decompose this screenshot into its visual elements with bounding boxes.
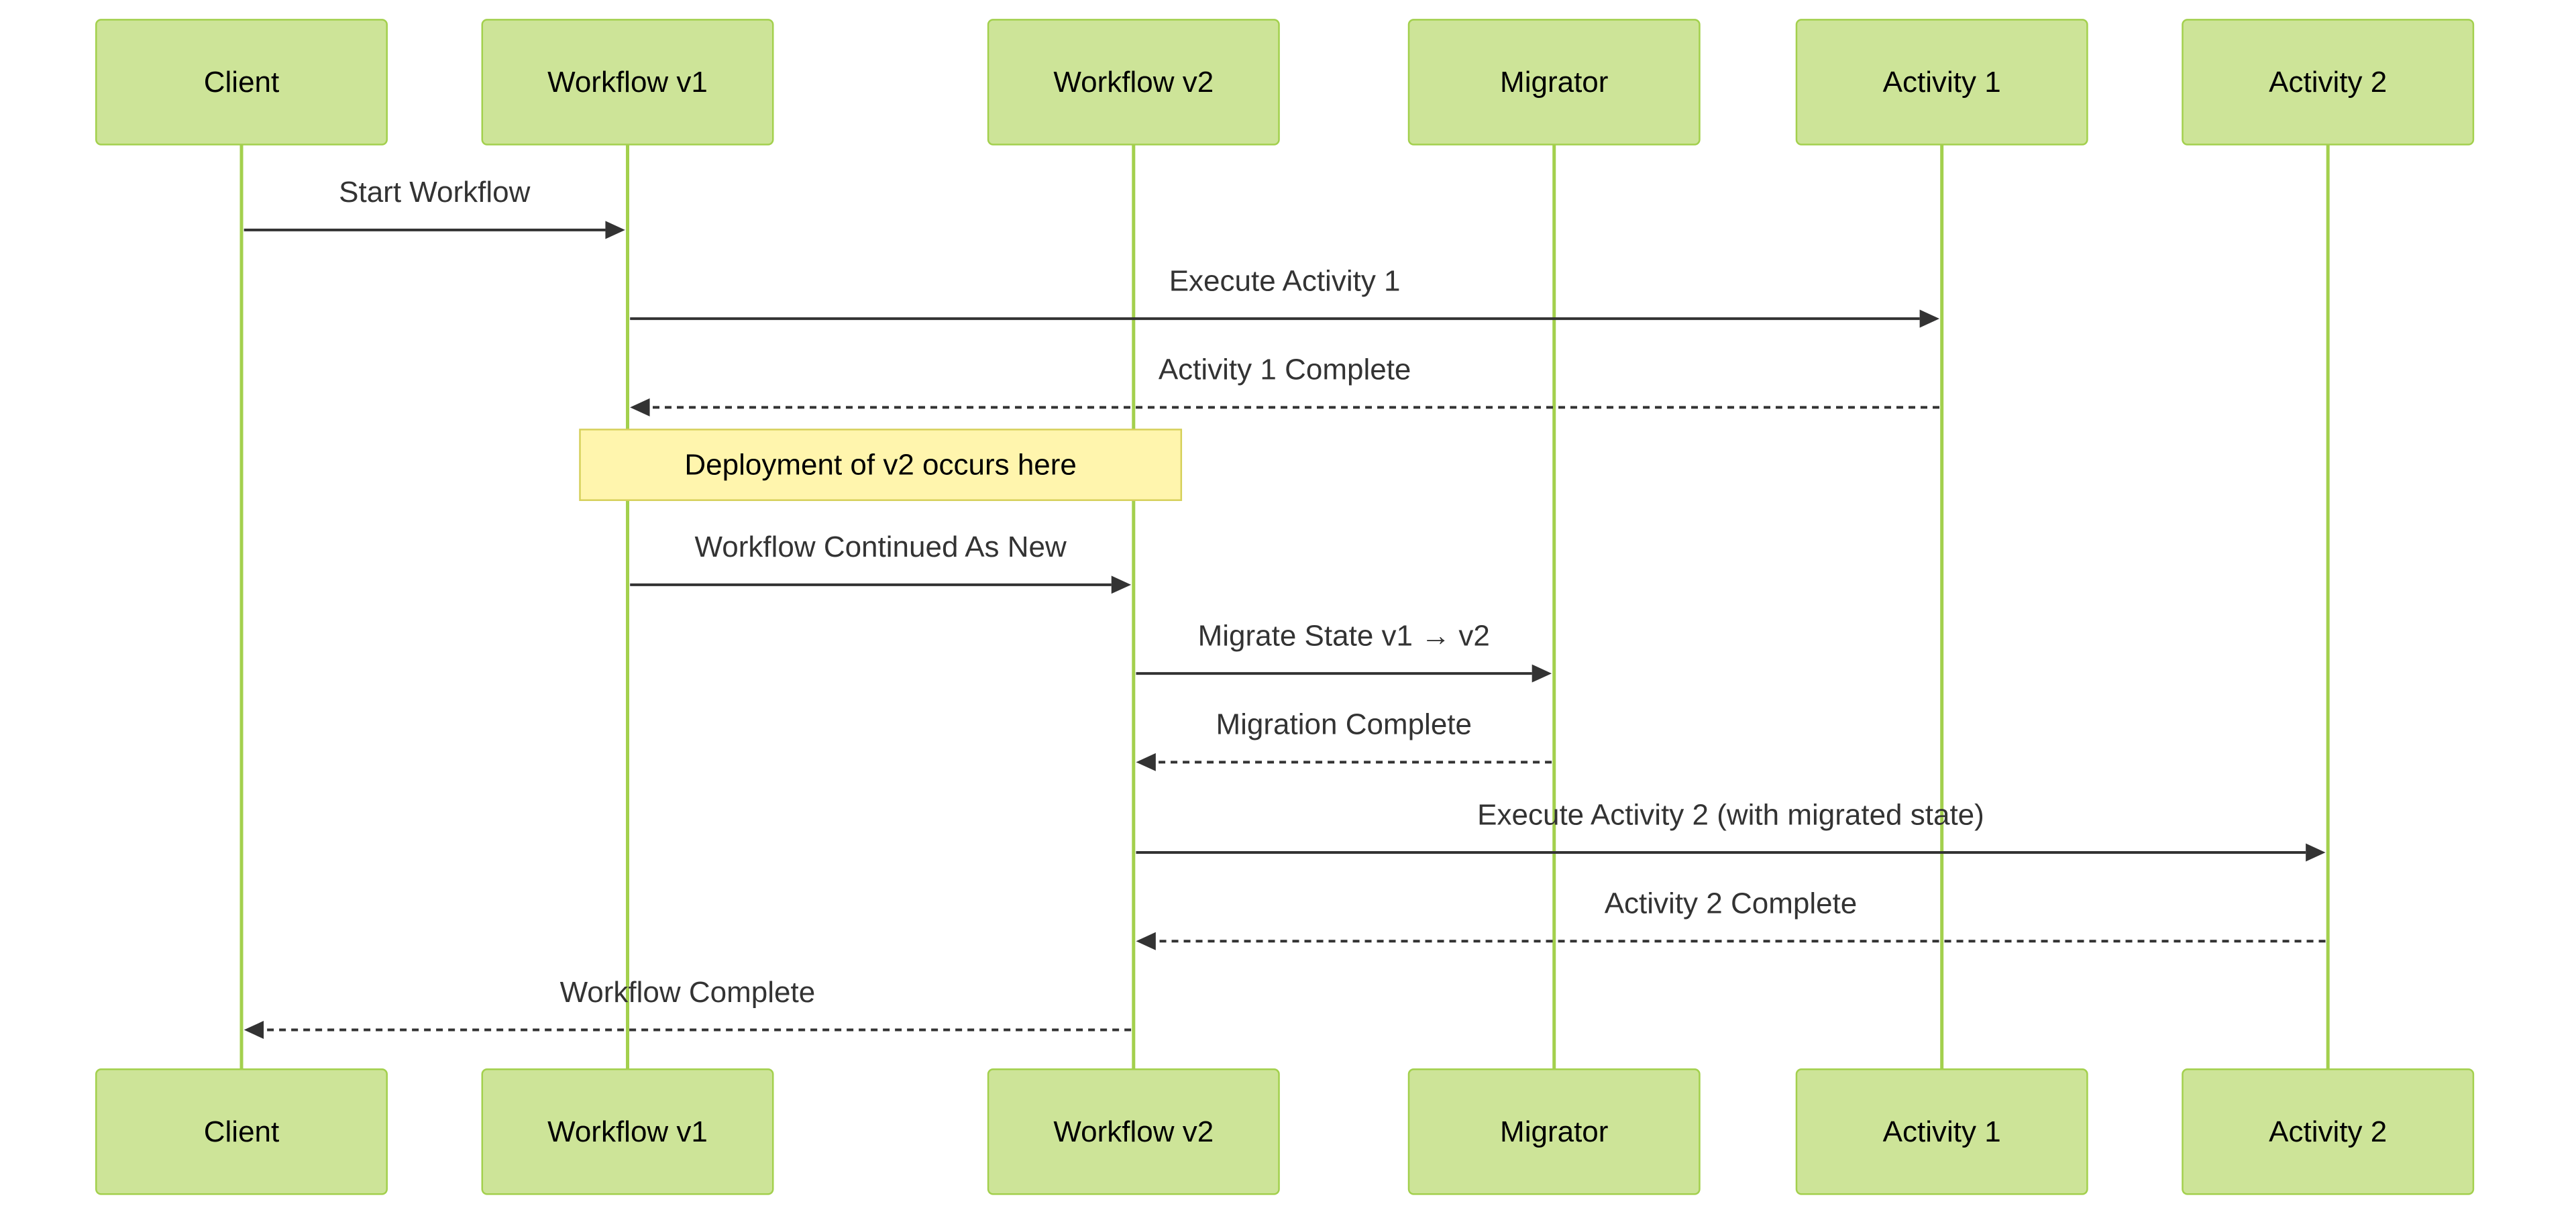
message-wf2-to-act2: Execute Activity 2 (with migrated state) xyxy=(1136,798,2326,862)
participant-label: Workflow v1 xyxy=(547,66,708,99)
message-label: Execute Activity 1 xyxy=(1169,264,1401,297)
message-wf2-to-client: Workflow Complete xyxy=(244,976,1132,1039)
arrowhead xyxy=(1532,664,1552,683)
participants-top: Client Workflow v1 Workflow v2 Migrator Acti… xyxy=(95,19,2475,146)
participant-label: Workflow v2 xyxy=(1053,1115,1214,1148)
participant-box xyxy=(481,1068,774,1195)
message-label: Migration Complete xyxy=(1216,708,1472,741)
message-label: Migrate State v1 → v2 xyxy=(1198,619,1490,652)
participant-box xyxy=(987,19,1280,146)
message-label: Activity 2 Complete xyxy=(1605,887,1858,920)
note-label: Deployment of v2 occurs here xyxy=(684,449,1077,482)
message-wf1-to-act1: Execute Activity 1 xyxy=(630,264,1940,328)
note-box xyxy=(579,429,1183,501)
participant-box xyxy=(1795,19,2088,146)
participant-label: Workflow v2 xyxy=(1053,66,1214,99)
participant-label: Activity 1 xyxy=(1883,66,2001,99)
message-wf1-to-wf2: Workflow Continued As New xyxy=(630,531,1132,594)
participant-migrator-top: Migrator xyxy=(1407,19,1701,146)
participant-box xyxy=(1407,1068,1701,1195)
message-label: Workflow Continued As New xyxy=(694,531,1067,563)
message-wf2-to-migrator: Migrate State v1 → v2 xyxy=(1136,619,1552,683)
participant-act2-bottom: Activity 2 xyxy=(2182,1068,2475,1195)
arrowhead xyxy=(1111,575,1132,594)
participant-box xyxy=(2182,1068,2475,1195)
arrowhead xyxy=(1136,753,1156,771)
participant-box xyxy=(481,19,774,146)
participant-act1-bottom: Activity 1 xyxy=(1795,1068,2088,1195)
arrowhead xyxy=(244,1021,264,1039)
arrowhead xyxy=(1136,932,1156,950)
message-label: Activity 1 Complete xyxy=(1159,353,1411,386)
participant-migrator-bottom: Migrator xyxy=(1407,1068,1701,1195)
arrowhead xyxy=(2306,843,2326,862)
participant-wf1-bottom: Workflow v1 xyxy=(481,1068,774,1195)
participant-label: Migrator xyxy=(1500,1115,1608,1148)
message-act2-to-wf2: Activity 2 Complete xyxy=(1136,887,2326,950)
participant-box xyxy=(95,19,388,146)
participant-label: Activity 2 xyxy=(2269,66,2387,99)
arrowhead xyxy=(1919,309,1940,328)
arrowhead xyxy=(605,221,625,239)
participant-label: Client xyxy=(204,1115,280,1148)
participant-box xyxy=(1407,19,1701,146)
message-migrator-to-wf2: Migration Complete xyxy=(1136,708,1552,771)
lifelines xyxy=(239,144,2330,1070)
participant-box xyxy=(95,1068,388,1195)
participant-label: Activity 2 xyxy=(2269,1115,2387,1148)
participant-label: Workflow v1 xyxy=(547,1115,708,1148)
note: Deployment of v2 occurs here xyxy=(579,429,1183,501)
participant-box xyxy=(987,1068,1280,1195)
participant-client-top: Client xyxy=(95,19,388,146)
participant-act2-top: Activity 2 xyxy=(2182,19,2475,146)
participant-box xyxy=(2182,19,2475,146)
participant-client-bottom: Client xyxy=(95,1068,388,1195)
participant-label: Client xyxy=(204,66,280,99)
message-label: Workflow Complete xyxy=(560,976,816,1009)
participant-act1-top: Activity 1 xyxy=(1795,19,2088,146)
participant-label: Migrator xyxy=(1500,66,1608,99)
participants-bottom: Client Workflow v1 Workflow v2 Migrator Acti… xyxy=(95,1068,2475,1195)
participant-wf1-top: Workflow v1 xyxy=(481,19,774,146)
participant-wf2-bottom: Workflow v2 xyxy=(987,1068,1280,1195)
participant-label: Activity 1 xyxy=(1883,1115,2001,1148)
message-client-to-wf1: Start Workflow xyxy=(244,176,625,239)
participant-wf2-top: Workflow v2 xyxy=(987,19,1280,146)
message-act1-to-wf1: Activity 1 Complete xyxy=(630,353,1940,417)
arrowhead xyxy=(630,398,650,417)
participant-box xyxy=(1795,1068,2088,1195)
message-label: Execute Activity 2 (with migrated state) xyxy=(1477,798,1984,831)
message-label: Start Workflow xyxy=(339,176,530,209)
